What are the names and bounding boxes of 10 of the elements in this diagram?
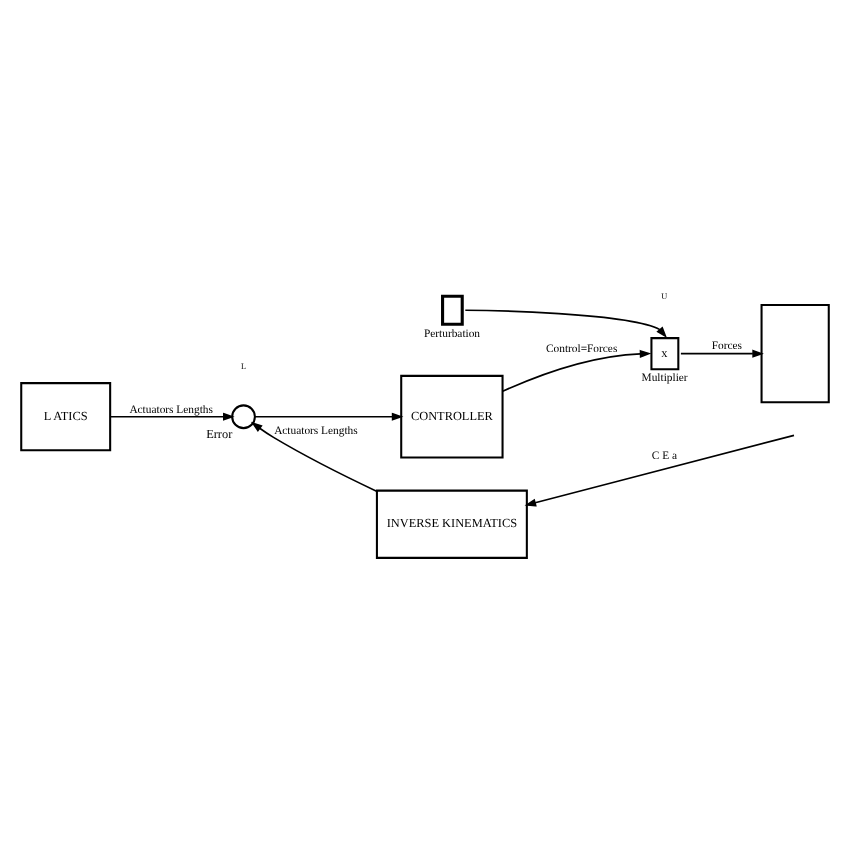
node-circle <box>231 404 256 430</box>
arrow <box>250 421 378 492</box>
arrow <box>501 349 652 393</box>
node-box <box>760 304 830 404</box>
arrow <box>680 349 764 358</box>
node-box <box>441 294 464 326</box>
arrow <box>464 309 668 338</box>
arrow <box>524 434 795 507</box>
arrow <box>109 412 235 421</box>
arrow <box>254 412 404 421</box>
